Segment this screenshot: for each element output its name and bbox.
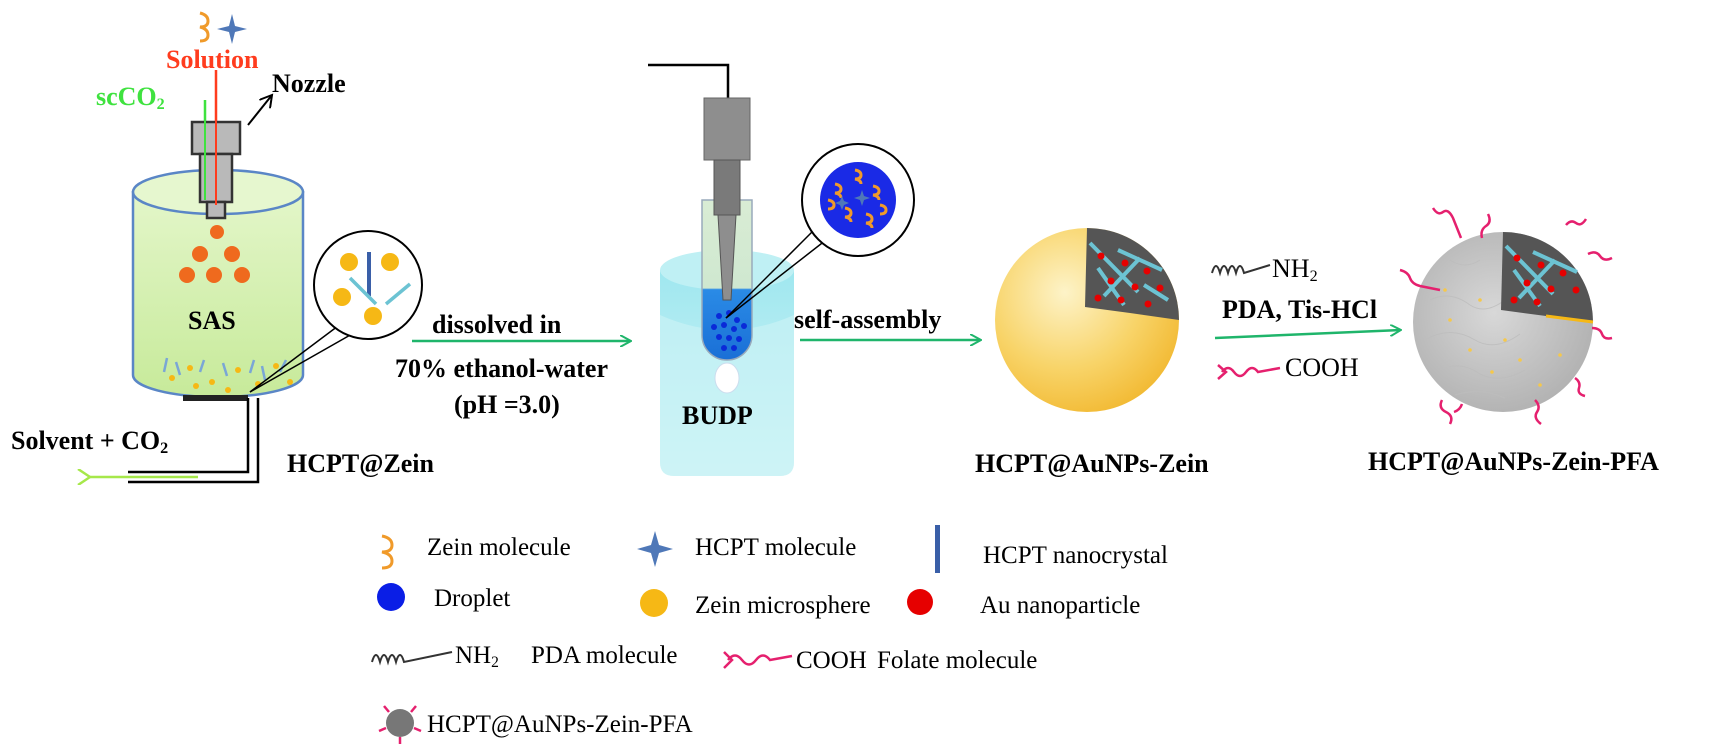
legend-folate-label: Folate molecule bbox=[877, 647, 1038, 674]
zoom-line-a bbox=[249, 325, 339, 393]
sas-label: SAS bbox=[188, 306, 236, 335]
step1-line1: dissolved in bbox=[432, 310, 562, 339]
legend-droplet-label: Droplet bbox=[434, 585, 511, 612]
step3-reagents-label: PDA, Tis-HCl bbox=[1222, 295, 1378, 324]
droplet-zein-molecules bbox=[827, 168, 888, 229]
budp-container-lower bbox=[660, 315, 794, 476]
folate-reagent-icon bbox=[1217, 364, 1281, 380]
legend-microsphere-icon bbox=[640, 589, 668, 617]
self-assembly-label: self-assembly bbox=[794, 305, 942, 334]
legend-au-label: Au nanoparticle bbox=[980, 592, 1141, 619]
scco2-text: scCO bbox=[96, 82, 157, 111]
budp-bubble bbox=[714, 362, 740, 394]
step3-nh2-subscript: 2 bbox=[1309, 268, 1318, 286]
exhaust-pipe-outer bbox=[128, 398, 260, 484]
exhaust-pipe-inner bbox=[128, 398, 250, 474]
legend-nh2-text: NH bbox=[455, 642, 492, 669]
step3-nh2-text: NH bbox=[1272, 254, 1310, 283]
probe-wire bbox=[648, 63, 730, 98]
legend-pfa-icon bbox=[378, 705, 422, 744]
legend-graphics bbox=[371, 525, 940, 744]
sas-zoom-content bbox=[333, 252, 412, 325]
budp-zoom-line-a bbox=[725, 231, 813, 319]
step1-line2: 70% ethanol-water bbox=[395, 354, 609, 383]
legend-nanocrystal-label: HCPT nanocrystal bbox=[983, 542, 1168, 569]
pfa-sphere-texture bbox=[1424, 259, 1526, 399]
legend-zein-icon bbox=[381, 534, 394, 570]
legend-cooh-label: COOH bbox=[796, 647, 867, 674]
vessel-outlet bbox=[183, 395, 248, 401]
precipitate-layer bbox=[162, 357, 293, 393]
step1-line3: (pH =3.0) bbox=[454, 390, 560, 419]
budp-label: BUDP bbox=[682, 401, 753, 430]
solution-label: Solution bbox=[166, 45, 259, 74]
exhaust-label: Solvent + CO2 bbox=[11, 428, 168, 457]
budp-apparatus bbox=[648, 63, 915, 476]
zein-molecule-icon bbox=[199, 11, 210, 43]
pda-reagent-icon bbox=[1211, 264, 1271, 277]
probe-tip bbox=[717, 214, 737, 301]
legend-hcpt-icon bbox=[637, 531, 673, 567]
budp-droplets bbox=[711, 310, 747, 351]
zoom-line-b bbox=[249, 333, 353, 393]
nozzle-pointer-arrow bbox=[247, 95, 272, 126]
probe-shaft bbox=[713, 159, 741, 216]
droplet-zoom bbox=[820, 162, 896, 238]
legend-pda-icon bbox=[371, 651, 453, 666]
pfa-au-particles bbox=[1510, 254, 1580, 306]
scco2-subscript: 2 bbox=[156, 96, 165, 114]
pfa-sphere-cutaway bbox=[1501, 232, 1593, 322]
droplet-hcpt-molecules bbox=[835, 190, 870, 210]
legend-pda-label: PDA molecule bbox=[531, 642, 678, 669]
step3-cooh-label: COOH bbox=[1285, 353, 1359, 382]
legend-nh2-subscript: 2 bbox=[491, 653, 499, 671]
legend-pfa-label: HCPT@AuNPs-Zein-PFA bbox=[427, 711, 693, 738]
legend-au-icon bbox=[907, 589, 933, 615]
hcpt-aunps-zein-pfa-label: HCPT@AuNPs-Zein-PFA bbox=[1368, 447, 1659, 476]
legend-nanocrystal-icon bbox=[935, 525, 940, 573]
scco2-label: scCO2 bbox=[96, 84, 165, 113]
hcpt-zein-label: HCPT@Zein bbox=[287, 449, 434, 478]
legend-folate-icon bbox=[723, 651, 793, 669]
step3-arrow bbox=[1214, 330, 1400, 340]
exhaust-subscript: 2 bbox=[160, 440, 169, 458]
nozzle-label: Nozzle bbox=[272, 69, 346, 98]
sphere-cutaway bbox=[1085, 228, 1179, 320]
pfa-sphere bbox=[1399, 207, 1613, 425]
sprayed-particles bbox=[179, 225, 250, 283]
legend-nh2-label: NH2 bbox=[455, 643, 499, 670]
pfa-sphere-specks bbox=[1443, 288, 1562, 387]
sas-apparatus bbox=[90, 11, 423, 484]
legend-microsphere-label: Zein microsphere bbox=[695, 592, 871, 619]
hcpt-aunps-zein-label: HCPT@AuNPs-Zein bbox=[975, 449, 1209, 478]
hcpt-molecule-icon bbox=[217, 14, 247, 44]
legend-droplet-icon bbox=[377, 583, 405, 611]
pfa-cutaway-edge bbox=[1545, 314, 1594, 324]
aunps-zein-sphere bbox=[995, 228, 1179, 412]
budp-zoom-line-b bbox=[725, 239, 827, 319]
pfa-folate-ligands bbox=[1399, 207, 1613, 425]
probe-head bbox=[703, 97, 751, 161]
sphere-au-particles bbox=[1094, 252, 1164, 308]
step3-nh2-label: NH2 bbox=[1272, 256, 1318, 285]
legend-hcpt-label: HCPT molecule bbox=[695, 534, 857, 561]
exhaust-text: Solvent + CO bbox=[11, 426, 161, 455]
legend-zein-label: Zein molecule bbox=[427, 534, 571, 561]
pfa-crystals bbox=[1504, 244, 1578, 308]
